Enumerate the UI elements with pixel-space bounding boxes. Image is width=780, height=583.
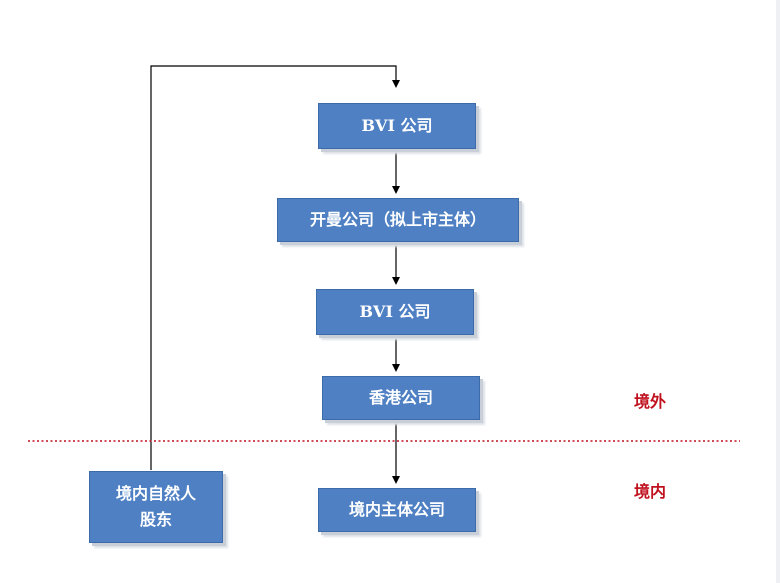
offshore-zone-label: 境外	[634, 392, 667, 411]
hongkong-company-label: 香港公司	[368, 388, 433, 407]
bvi-company-top-box: BVI 公司	[318, 103, 476, 149]
cayman-company-label: 开曼公司（拟上市主体）	[309, 210, 486, 229]
bvi-company-top-label: BVI 公司	[361, 116, 433, 135]
domestic-shareholder-label-line2: 股东	[139, 510, 172, 529]
domestic-shareholder-label-line1: 境内自然人	[115, 484, 196, 503]
domestic-shareholder-box: 境内自然人 股东	[89, 471, 223, 543]
bvi-company-mid-box: BVI 公司	[316, 289, 474, 335]
domestic-entity-box: 境内主体公司	[318, 488, 476, 532]
hongkong-company-box: 香港公司	[322, 376, 480, 420]
shareholder-to-bvi-connector	[150, 65, 400, 470]
page-edge	[776, 0, 780, 583]
bvi-company-mid-label: BVI 公司	[359, 302, 431, 321]
cayman-company-box: 开曼公司（拟上市主体）	[277, 198, 519, 242]
domestic-entity-label: 境内主体公司	[348, 500, 445, 519]
onshore-zone-label: 境内	[634, 482, 667, 501]
